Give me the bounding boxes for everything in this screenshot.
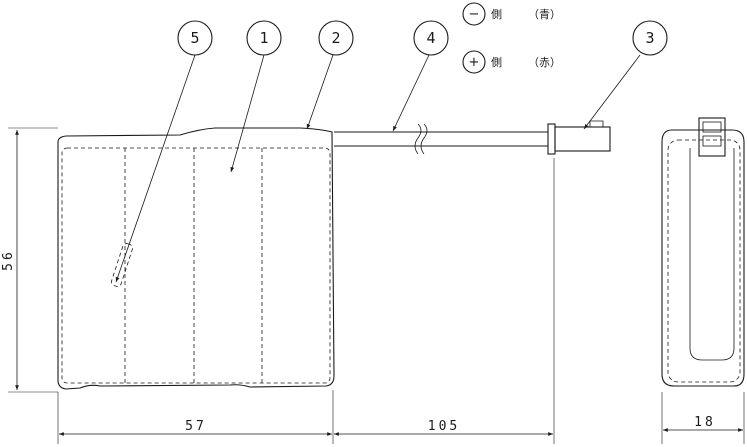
battery-front-view bbox=[57, 127, 335, 390]
dim-depth-label: 18 bbox=[694, 415, 716, 430]
negative-side-label: 側 bbox=[491, 8, 502, 21]
dim-width-label: 57 bbox=[185, 419, 207, 434]
balloon-1: 1 bbox=[246, 20, 282, 56]
shrink-tube-outline bbox=[57, 127, 335, 390]
side-connector-pin bbox=[702, 121, 722, 133]
cell-group-outline bbox=[61, 147, 331, 384]
connector-latch bbox=[589, 120, 604, 127]
negative-symbol: − bbox=[469, 7, 480, 22]
side-lead-channel bbox=[689, 148, 735, 361]
svg-text:2: 2 bbox=[331, 29, 340, 47]
connector-housing bbox=[554, 126, 611, 152]
positive-symbol-circle bbox=[462, 50, 486, 74]
svg-text:3: 3 bbox=[645, 29, 654, 47]
side-connector bbox=[698, 117, 726, 157]
positive-side-label: 側 bbox=[491, 56, 502, 69]
balloon-5: 5 bbox=[177, 20, 213, 56]
balloon-4: 4 bbox=[413, 20, 449, 56]
svg-text:4: 4 bbox=[426, 29, 435, 47]
dim-height: 56 bbox=[1, 127, 58, 393]
dim-bottom: 57 105 bbox=[57, 158, 555, 444]
leaders bbox=[115, 54, 641, 283]
svg-text:5: 5 bbox=[190, 29, 199, 47]
battery-side-view bbox=[661, 117, 745, 387]
dim-depth: 18 bbox=[661, 392, 745, 444]
balloon-2: 2 bbox=[318, 20, 354, 56]
positive-symbol: + bbox=[469, 55, 480, 70]
positive-color-label: （赤） bbox=[528, 56, 561, 69]
dim-height-label: 56 bbox=[1, 249, 16, 271]
balloon-3: 3 bbox=[632, 20, 668, 56]
negative-color-label: （青） bbox=[528, 8, 561, 21]
polarity-legend: − 側 （青） + 側 （赤） bbox=[462, 2, 561, 74]
svg-text:1: 1 bbox=[259, 29, 268, 47]
break-mark bbox=[414, 123, 422, 155]
negative-symbol-circle bbox=[462, 2, 486, 26]
lead-wire-assembly bbox=[334, 120, 611, 155]
side-cell-outline bbox=[667, 139, 741, 383]
connector-flange bbox=[547, 123, 556, 155]
dim-lead-label: 105 bbox=[428, 419, 460, 434]
side-connector-pin bbox=[702, 135, 722, 147]
side-outline bbox=[661, 129, 745, 387]
break-mark bbox=[420, 123, 428, 155]
